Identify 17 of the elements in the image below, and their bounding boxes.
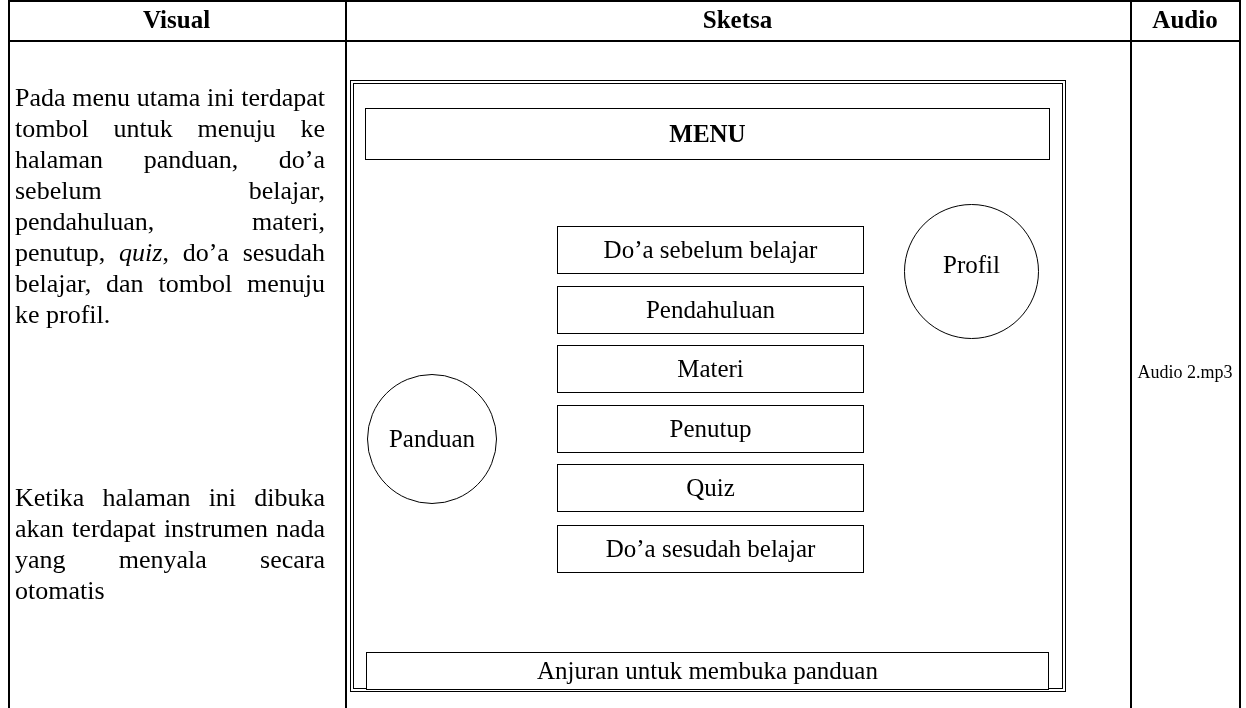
sketch-frame xyxy=(350,80,1066,692)
description-paragraph: Pada menu utama ini terdapat tombol untuk menuju ke halaman panduan, do’a sebelum belajar, pendahuluan, materi, penutup, quiz, do’a sesudah belajar, dan tombol menuju ke profil. xyxy=(15,82,325,330)
menu-button: Pendahuluan xyxy=(557,286,864,334)
column-header: Audio xyxy=(1151,5,1219,35)
menu-button: Quiz xyxy=(557,464,864,512)
column-header: Visual xyxy=(141,5,212,35)
menu-button: Materi xyxy=(557,345,864,393)
footer-bar: Anjuran untuk membuka panduan xyxy=(366,652,1049,690)
profile-circle-button: Profil xyxy=(904,204,1039,339)
audio-filename: Audio 2.mp3 xyxy=(1136,362,1234,383)
menu-button: Do’a sebelum belajar xyxy=(557,226,864,274)
description-paragraph: Ketika halaman ini dibuka akan terdapat instrumen nada yang menyala secara otomatis xyxy=(15,482,325,606)
menu-header-bar: MENU xyxy=(365,108,1050,160)
guide-circle-button: Panduan xyxy=(367,374,497,504)
menu-button: Penutup xyxy=(557,405,864,453)
column-header: Sketsa xyxy=(701,5,774,35)
menu-button: Do’a sesudah belajar xyxy=(557,525,864,573)
